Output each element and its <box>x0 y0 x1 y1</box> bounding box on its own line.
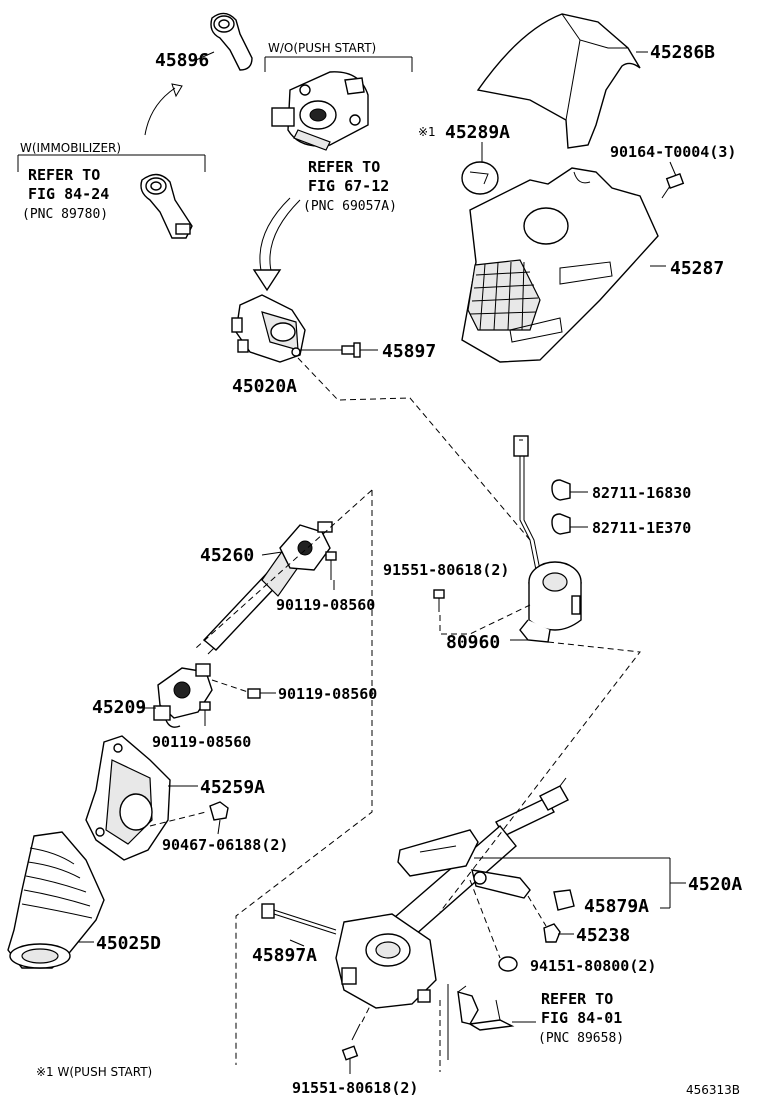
part-number-45897[interactable]: 45897 <box>382 341 436 362</box>
part-45259A-illustration <box>85 735 171 861</box>
fig8401-refer-line2[interactable]: FIG 84-01 <box>541 1009 622 1027</box>
part-number-45289A[interactable]: 45289A <box>445 122 510 143</box>
footnote-push-start: ※1 W(PUSH START) <box>36 1065 152 1079</box>
part-number-45879A[interactable]: 45879A <box>584 896 649 917</box>
part-number-45260[interactable]: 45260 <box>200 545 254 566</box>
part-number-45020A[interactable]: 45020A <box>232 376 297 397</box>
clip-82711-16830-icon <box>551 479 571 501</box>
w-immobilizer-label: W(IMMOBILIZER) <box>20 141 121 155</box>
part-number-90119-08560-b[interactable]: 90119-08560 <box>278 685 377 703</box>
part-45896-illustration <box>210 12 253 71</box>
part-45025D-illustration <box>7 831 105 969</box>
part-number-91551-80618-upper[interactable]: 91551-80618(2) <box>383 561 509 579</box>
bolt-90119-c-icon <box>199 701 211 726</box>
part-number-90164-T0004[interactable]: 90164-T0004(3) <box>610 143 736 161</box>
part-number-4520A[interactable]: 4520A <box>688 874 742 895</box>
part-number-45286B[interactable]: 45286B <box>650 42 715 63</box>
part-number-45238[interactable]: 45238 <box>576 925 630 946</box>
arrow-down-icon <box>252 197 301 292</box>
wo-refer-line2[interactable]: FIG 67-12 <box>308 177 389 195</box>
screw-91551-lower-icon <box>341 1023 361 1061</box>
part-number-80960[interactable]: 80960 <box>446 632 500 653</box>
nut-94151-icon <box>498 956 518 972</box>
immob-refer-line1: REFER TO <box>28 166 100 184</box>
bolt-90119-b-icon <box>247 688 261 699</box>
part-number-90119-08560-c[interactable]: 90119-08560 <box>152 733 251 751</box>
part-45020A-illustration <box>231 294 306 363</box>
nut-45238-icon <box>543 923 561 943</box>
part-89658-illustration <box>457 985 515 1031</box>
part-number-82711-16830[interactable]: 82711-16830 <box>592 484 691 502</box>
part-number-94151-80800[interactable]: 94151-80800(2) <box>530 957 656 975</box>
part-45260-illustration <box>202 521 333 655</box>
bolt-90119-a-icon <box>325 551 337 580</box>
part-number-45259A[interactable]: 45259A <box>200 777 265 798</box>
clip-82711-1E370-icon <box>551 513 571 535</box>
fig8401-refer-line1: REFER TO <box>541 990 613 1008</box>
wo-refer-line1: REFER TO <box>308 158 380 176</box>
screw-91551-upper-icon <box>433 589 445 612</box>
footnote-mark-45289A: ※1 <box>418 125 436 139</box>
part-45879A-illustration <box>553 889 575 911</box>
part-number-45209[interactable]: 45209 <box>92 697 146 718</box>
immob-refer-line3: (PNC 89780) <box>22 207 108 222</box>
part-number-91551-80618-lower[interactable]: 91551-80618(2) <box>292 1079 418 1097</box>
diagram-id: 456313B <box>686 1083 740 1097</box>
part-45289A-illustration <box>461 161 499 195</box>
part-number-82711-1E370[interactable]: 82711-1E370 <box>592 519 691 537</box>
w-immobilizer-box: W(IMMOBILIZER) REFER TO FIG 84-24 (PNC 8… <box>17 141 206 239</box>
screw-45897-icon <box>341 342 361 358</box>
part-number-90467-06188[interactable]: 90467-06188(2) <box>162 836 288 854</box>
screw-90164-icon <box>661 173 685 199</box>
part-number-45896[interactable]: 45896 <box>155 50 209 71</box>
part-45287-illustration <box>461 167 659 363</box>
part-number-45287[interactable]: 45287 <box>670 258 724 279</box>
part-45286B-illustration <box>476 13 641 149</box>
part-number-45897A[interactable]: 45897A <box>252 945 317 966</box>
nut-90467-icon <box>209 801 229 821</box>
arrow-icon <box>144 83 183 136</box>
part-45209-illustration <box>153 663 213 728</box>
wo-push-start-label: W/O(PUSH START) <box>268 41 376 55</box>
wo-refer-line3: (PNC 69057A) <box>303 199 397 214</box>
fig8401-refer-line3: (PNC 89658) <box>538 1031 624 1046</box>
part-number-45025D[interactable]: 45025D <box>96 933 161 954</box>
immob-refer-line2[interactable]: FIG 84-24 <box>28 185 109 203</box>
part-number-90119-08560-a[interactable]: 90119-08560 <box>276 596 375 614</box>
wo-push-start-box: W/O(PUSH START) REFER TO FIG 67-12 (PNC … <box>264 41 413 214</box>
bolt-45897A-icon <box>261 903 337 935</box>
part-80960-illustration <box>513 435 582 643</box>
